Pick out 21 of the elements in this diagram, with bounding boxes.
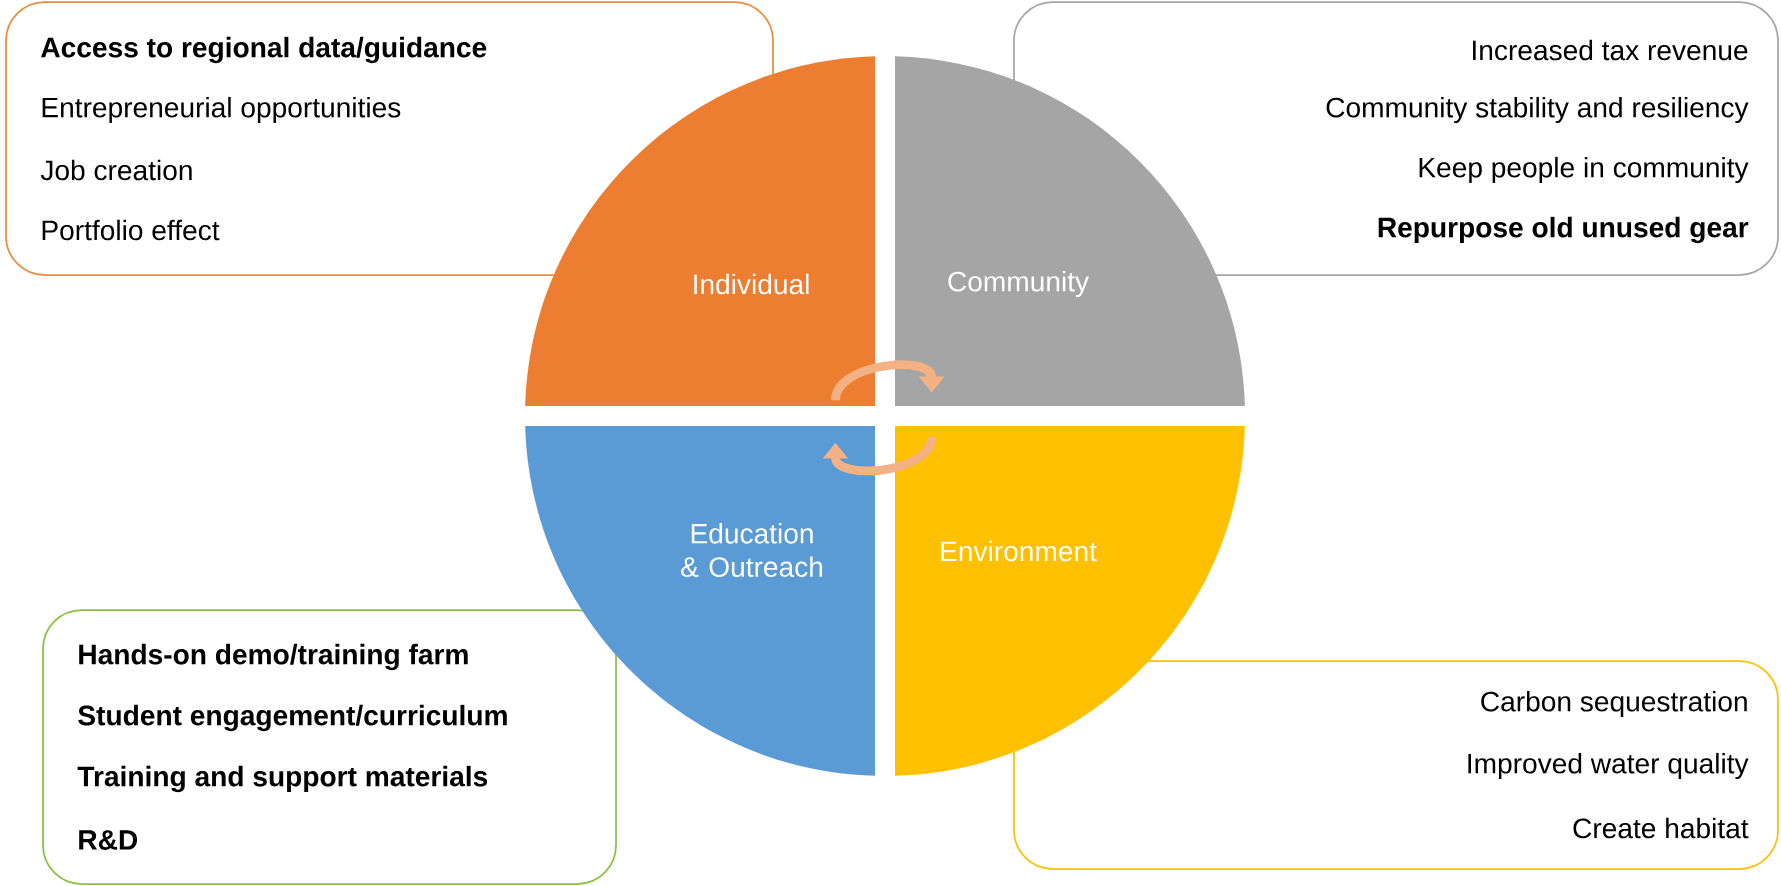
quadrant-sector: Education & Outreach <box>525 426 875 776</box>
list-item: Improved water quality <box>1468 752 1749 780</box>
list-item: Increased tax revenue <box>1473 39 1748 61</box>
list-item: Community stability and resiliency <box>1326 96 1749 124</box>
list-item: Hands-on demo/training farm <box>79 643 468 671</box>
list-item: Student engagement/curriculum <box>78 704 507 732</box>
curved-arrow <box>831 360 945 402</box>
quadrant-sector: Community <box>895 56 1245 406</box>
list-item: Portfolio effect <box>42 219 220 241</box>
list-item: Training and support materials <box>77 765 488 793</box>
list-item: Keep people in community <box>1419 156 1749 184</box>
list-item: Create habitat <box>1573 817 1749 839</box>
quadrant-sector: Individual <box>525 56 875 406</box>
list-item: Job creation <box>40 159 192 181</box>
list-item: Repurpose old unused gear <box>1378 216 1749 244</box>
list-item: Access to regional data/guidance <box>41 36 487 64</box>
list-item: R&D <box>79 830 138 850</box>
list-item: Carbon sequestration <box>1481 690 1747 718</box>
quadrant-sector: Environment <box>895 426 1245 776</box>
curved-arrow <box>822 435 936 476</box>
list-item: Entrepreneurial opportunities <box>42 96 401 124</box>
